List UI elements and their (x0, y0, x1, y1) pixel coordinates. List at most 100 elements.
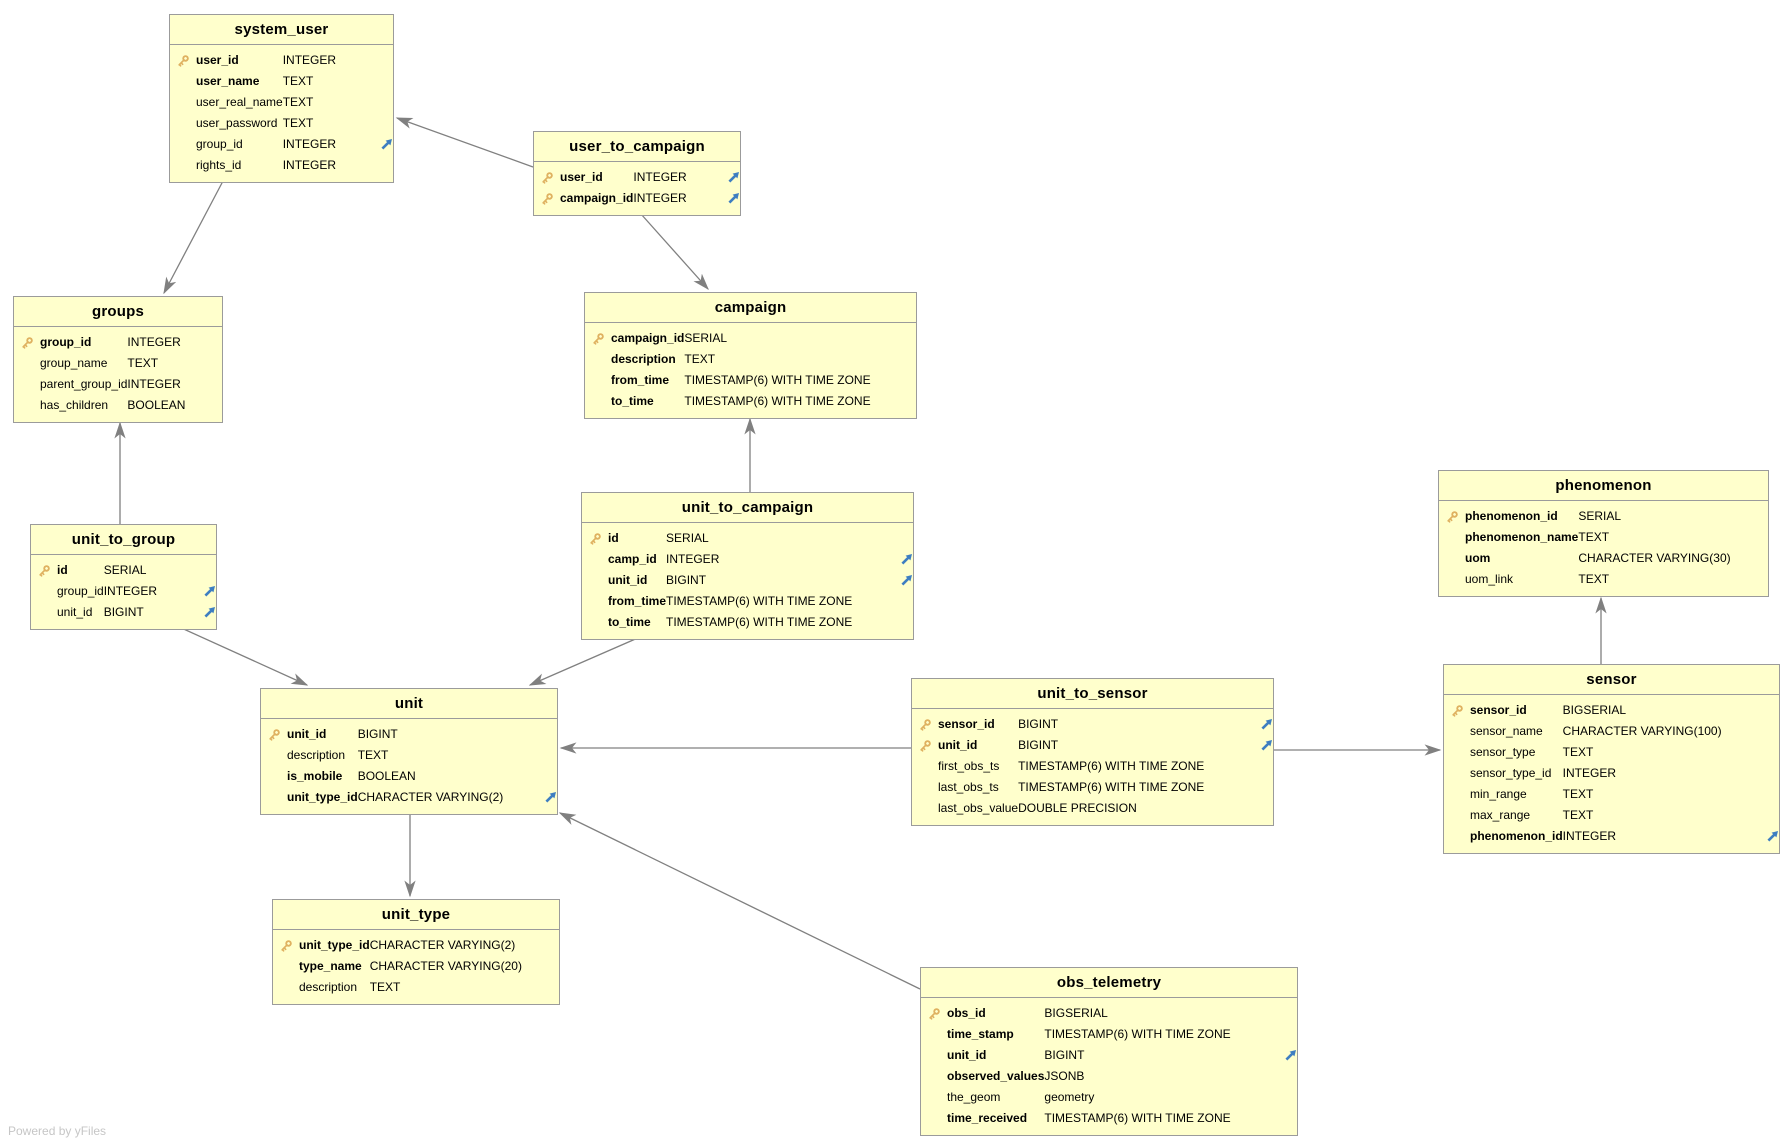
field-type: SERIAL (684, 331, 728, 345)
field-name: group_name (40, 356, 108, 370)
field-type: INTEGER (633, 170, 687, 184)
field-name: sensor_id (938, 717, 995, 731)
field-row[interactable]: sensor_id BIGINT (912, 714, 1273, 735)
field-name: unit_id (287, 727, 327, 741)
field-row[interactable]: unit_id BIGINT (261, 724, 557, 745)
field-type: TEXT (1578, 530, 1610, 544)
field-name: user_id (196, 53, 239, 67)
field-name: obs_id (947, 1006, 986, 1020)
empty-icon-cell (170, 113, 196, 134)
foreign-key-arrow-icon (381, 139, 392, 150)
field-name: to_time (611, 394, 654, 408)
table-title: unit_type (273, 900, 559, 930)
field-row[interactable]: first_obs_ts TIMESTAMP(6) WITH TIME ZONE (912, 756, 1273, 777)
field-name: observed_values (947, 1069, 1045, 1083)
field-type: BIGINT (357, 727, 398, 741)
empty-fk-cell (1759, 700, 1779, 721)
field-name: type_name (299, 959, 362, 973)
empty-fk-cell (373, 50, 393, 71)
empty-icon-cell (582, 612, 608, 633)
field-type: TIMESTAMP(6) WITH TIME ZONE (666, 615, 853, 629)
field-name: sensor_type (1470, 745, 1536, 759)
primary-key-icon (281, 940, 292, 952)
field-type: TEXT (357, 748, 389, 762)
primary-key-cell (31, 560, 57, 581)
empty-fk-cell (1748, 506, 1768, 527)
field-type: BIGINT (1018, 717, 1059, 731)
field-type: TIMESTAMP(6) WITH TIME ZONE (1018, 759, 1205, 773)
relation-edge-unit_to_group-to-unit (176, 625, 309, 686)
empty-fk-cell (893, 591, 913, 612)
field-name: first_obs_ts (938, 759, 1000, 773)
empty-icon-cell (582, 591, 608, 612)
field-type: BIGINT (666, 573, 707, 587)
table-title: unit_to_sensor (912, 679, 1273, 709)
empty-icon-cell (921, 1024, 947, 1045)
field-name: campaign_id (611, 331, 685, 345)
